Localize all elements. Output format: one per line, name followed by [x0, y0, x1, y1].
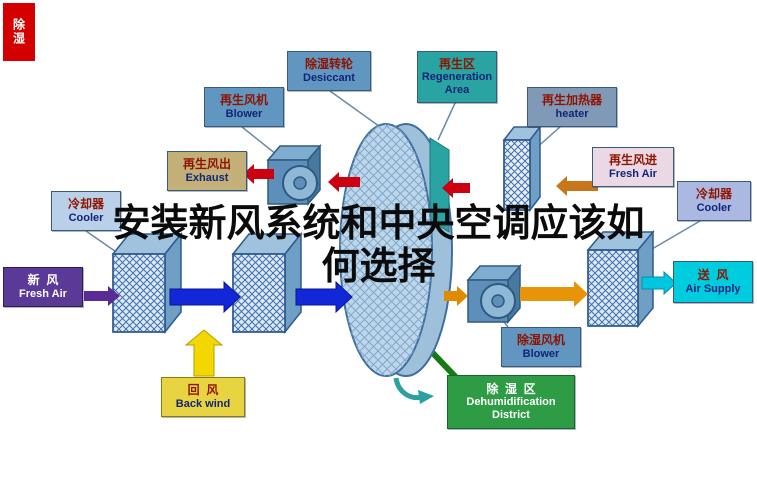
label-zh: 除 湿 区: [486, 381, 536, 396]
label-zh: 新 风: [27, 273, 59, 288]
label-en: Fresh Air: [19, 287, 67, 300]
rotation-arrowhead: [418, 390, 434, 404]
label-zh: 冷却器: [67, 197, 104, 212]
label-zh: 再生风机: [219, 93, 268, 108]
label-en: Desiccant: [303, 71, 355, 84]
label-en: Blower: [225, 107, 263, 120]
label-en: Exhaust: [185, 171, 229, 184]
label-zh: 再生风进: [608, 153, 657, 168]
label-zh: 除湿风机: [516, 333, 565, 348]
label-zh: 除湿转轮: [304, 57, 353, 72]
air-supply-arrow: [641, 270, 677, 296]
label-en: Cooler: [696, 201, 732, 214]
label-regen-heater: 再生加热器 heater: [527, 87, 617, 127]
label-fresh-air: 新 风 Fresh Air: [3, 267, 83, 307]
label-en: Back wind: [175, 397, 231, 410]
label-air-supply: 送 风 Air Supply: [673, 261, 753, 303]
label-en: Fresh Air: [609, 167, 657, 180]
wheel-out-arrow: [444, 286, 468, 306]
heater-in-arrow: [556, 176, 598, 196]
heater-slab: [502, 124, 542, 213]
label-desiccant: 除湿转轮 Desiccant: [287, 51, 371, 91]
label-dehumid-blower: 除湿风机 Blower: [501, 327, 581, 367]
label-en: Regeneration Area: [421, 71, 493, 97]
label-zh: 再生风出: [182, 157, 231, 172]
label-cooler-right: 冷却器 Cooler: [677, 181, 751, 221]
label-back-wind: 回 风 Back wind: [161, 377, 245, 417]
rotation-arrow: [393, 377, 423, 401]
label-regen-in: 再生风进 Fresh Air: [592, 147, 674, 187]
label-en: heater: [555, 107, 589, 120]
label-zh: 回 风: [187, 383, 219, 398]
regeneration-sector: [429, 137, 450, 233]
label-zh: 再生区: [438, 56, 475, 71]
label-en: Blower: [522, 347, 560, 360]
supply-path-arrow-2: [295, 280, 353, 314]
return-air-arrow: [184, 329, 224, 377]
label-dehumid-district: 除 湿 区 Dehumidification District: [447, 375, 575, 429]
fresh-air-arrow: [84, 286, 120, 306]
label-regen-blower: 再生风机 Blower: [204, 87, 284, 127]
exhaust-arrow: [243, 164, 274, 184]
cooler-box-left: [111, 231, 183, 335]
regen-in-wheel-arrow: [442, 178, 470, 198]
label-zh: 送 风: [697, 268, 729, 283]
label-en: Dehumidification District: [466, 396, 556, 422]
label-cooler-left: 冷却器 Cooler: [51, 191, 121, 231]
label-regen-out: 再生风出 Exhaust: [167, 151, 247, 191]
airflow-arrows: [84, 164, 677, 377]
cooler-box-middle: [231, 231, 303, 335]
wheel-to-blower-arrow: [328, 172, 360, 192]
label-regen-area: 再生区 Regeneration Area: [417, 51, 497, 103]
label-zh: 冷却器: [695, 187, 732, 202]
label-en: Cooler: [68, 211, 104, 224]
dehumid-blower-fan: [466, 263, 522, 325]
regen-blower-fan: [266, 143, 322, 207]
label-zh: 再生加热器: [541, 93, 602, 108]
label-en: Air Supply: [685, 282, 741, 295]
desiccant-wheel: [339, 123, 453, 404]
corner-badge: 除湿: [3, 3, 35, 61]
supply-path-arrow-1: [169, 280, 241, 314]
to-right-cooler-arrow: [520, 281, 588, 307]
